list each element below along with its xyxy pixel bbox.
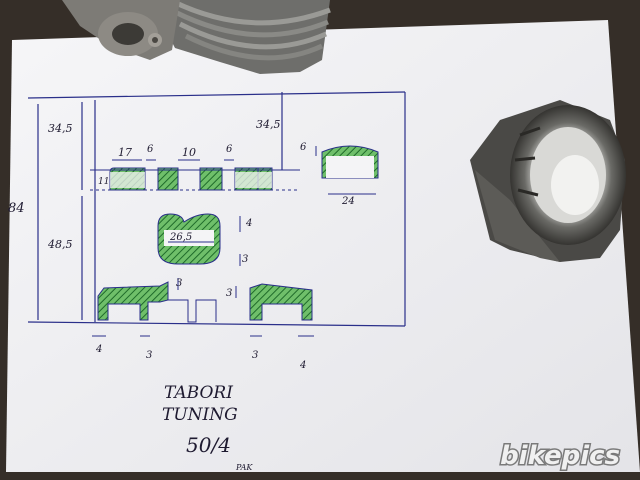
dim-right-height: 6 bbox=[300, 142, 307, 153]
dim-mid-lower: 3 bbox=[242, 254, 248, 265]
signature: PAK bbox=[235, 463, 253, 472]
watermark-text: bikepics bbox=[500, 441, 620, 471]
dim-port-mid: 10 bbox=[182, 146, 196, 159]
dimension-lines bbox=[92, 146, 376, 337]
dim-mid-right: 4 bbox=[245, 218, 252, 229]
title-line1: TABORI bbox=[164, 383, 233, 403]
dim-right-width: 24 bbox=[341, 196, 355, 207]
watermark-outline: bikepics bbox=[500, 441, 620, 471]
dim-port-gap-a: 6 bbox=[147, 144, 154, 155]
dim-left-total: 84 bbox=[8, 201, 25, 216]
dim-bottom-b: 3 bbox=[226, 288, 232, 299]
bottom-profile bbox=[97, 281, 313, 323]
dim-mid-width: 26,5 bbox=[169, 232, 192, 243]
title-line2: TUNING bbox=[162, 405, 238, 425]
dim-foot-4: 4 bbox=[299, 360, 306, 371]
title-block: TABORI TUNING 50/4 PAK bbox=[162, 383, 253, 472]
dim-foot-2: 3 bbox=[146, 350, 152, 361]
dim-bottom-a: 3 bbox=[176, 278, 182, 289]
drawing-frame bbox=[27, 91, 406, 327]
model-number: 50/4 bbox=[186, 433, 231, 457]
dim-top-mid: 34,5 bbox=[256, 118, 281, 131]
dimension-labels: 84 34,5 48,5 34,5 17 6 10 6 11 24 6 26,5… bbox=[8, 118, 355, 371]
watermark: bikepics bikepics bbox=[499, 440, 622, 473]
paper-sheet bbox=[6, 20, 640, 472]
dim-port-width: 17 bbox=[118, 146, 132, 159]
dim-port-gap-b: 6 bbox=[226, 144, 233, 155]
dim-port-height: 11 bbox=[98, 177, 109, 187]
dim-foot-1: 4 bbox=[95, 344, 102, 355]
cylinder-casting bbox=[62, 0, 331, 74]
dim-left-upper: 34,5 bbox=[48, 122, 73, 135]
dim-left-lower: 48,5 bbox=[47, 238, 73, 251]
port-row bbox=[90, 145, 379, 191]
cylinder-sleeve bbox=[470, 100, 626, 262]
dim-foot-3: 3 bbox=[252, 350, 258, 361]
